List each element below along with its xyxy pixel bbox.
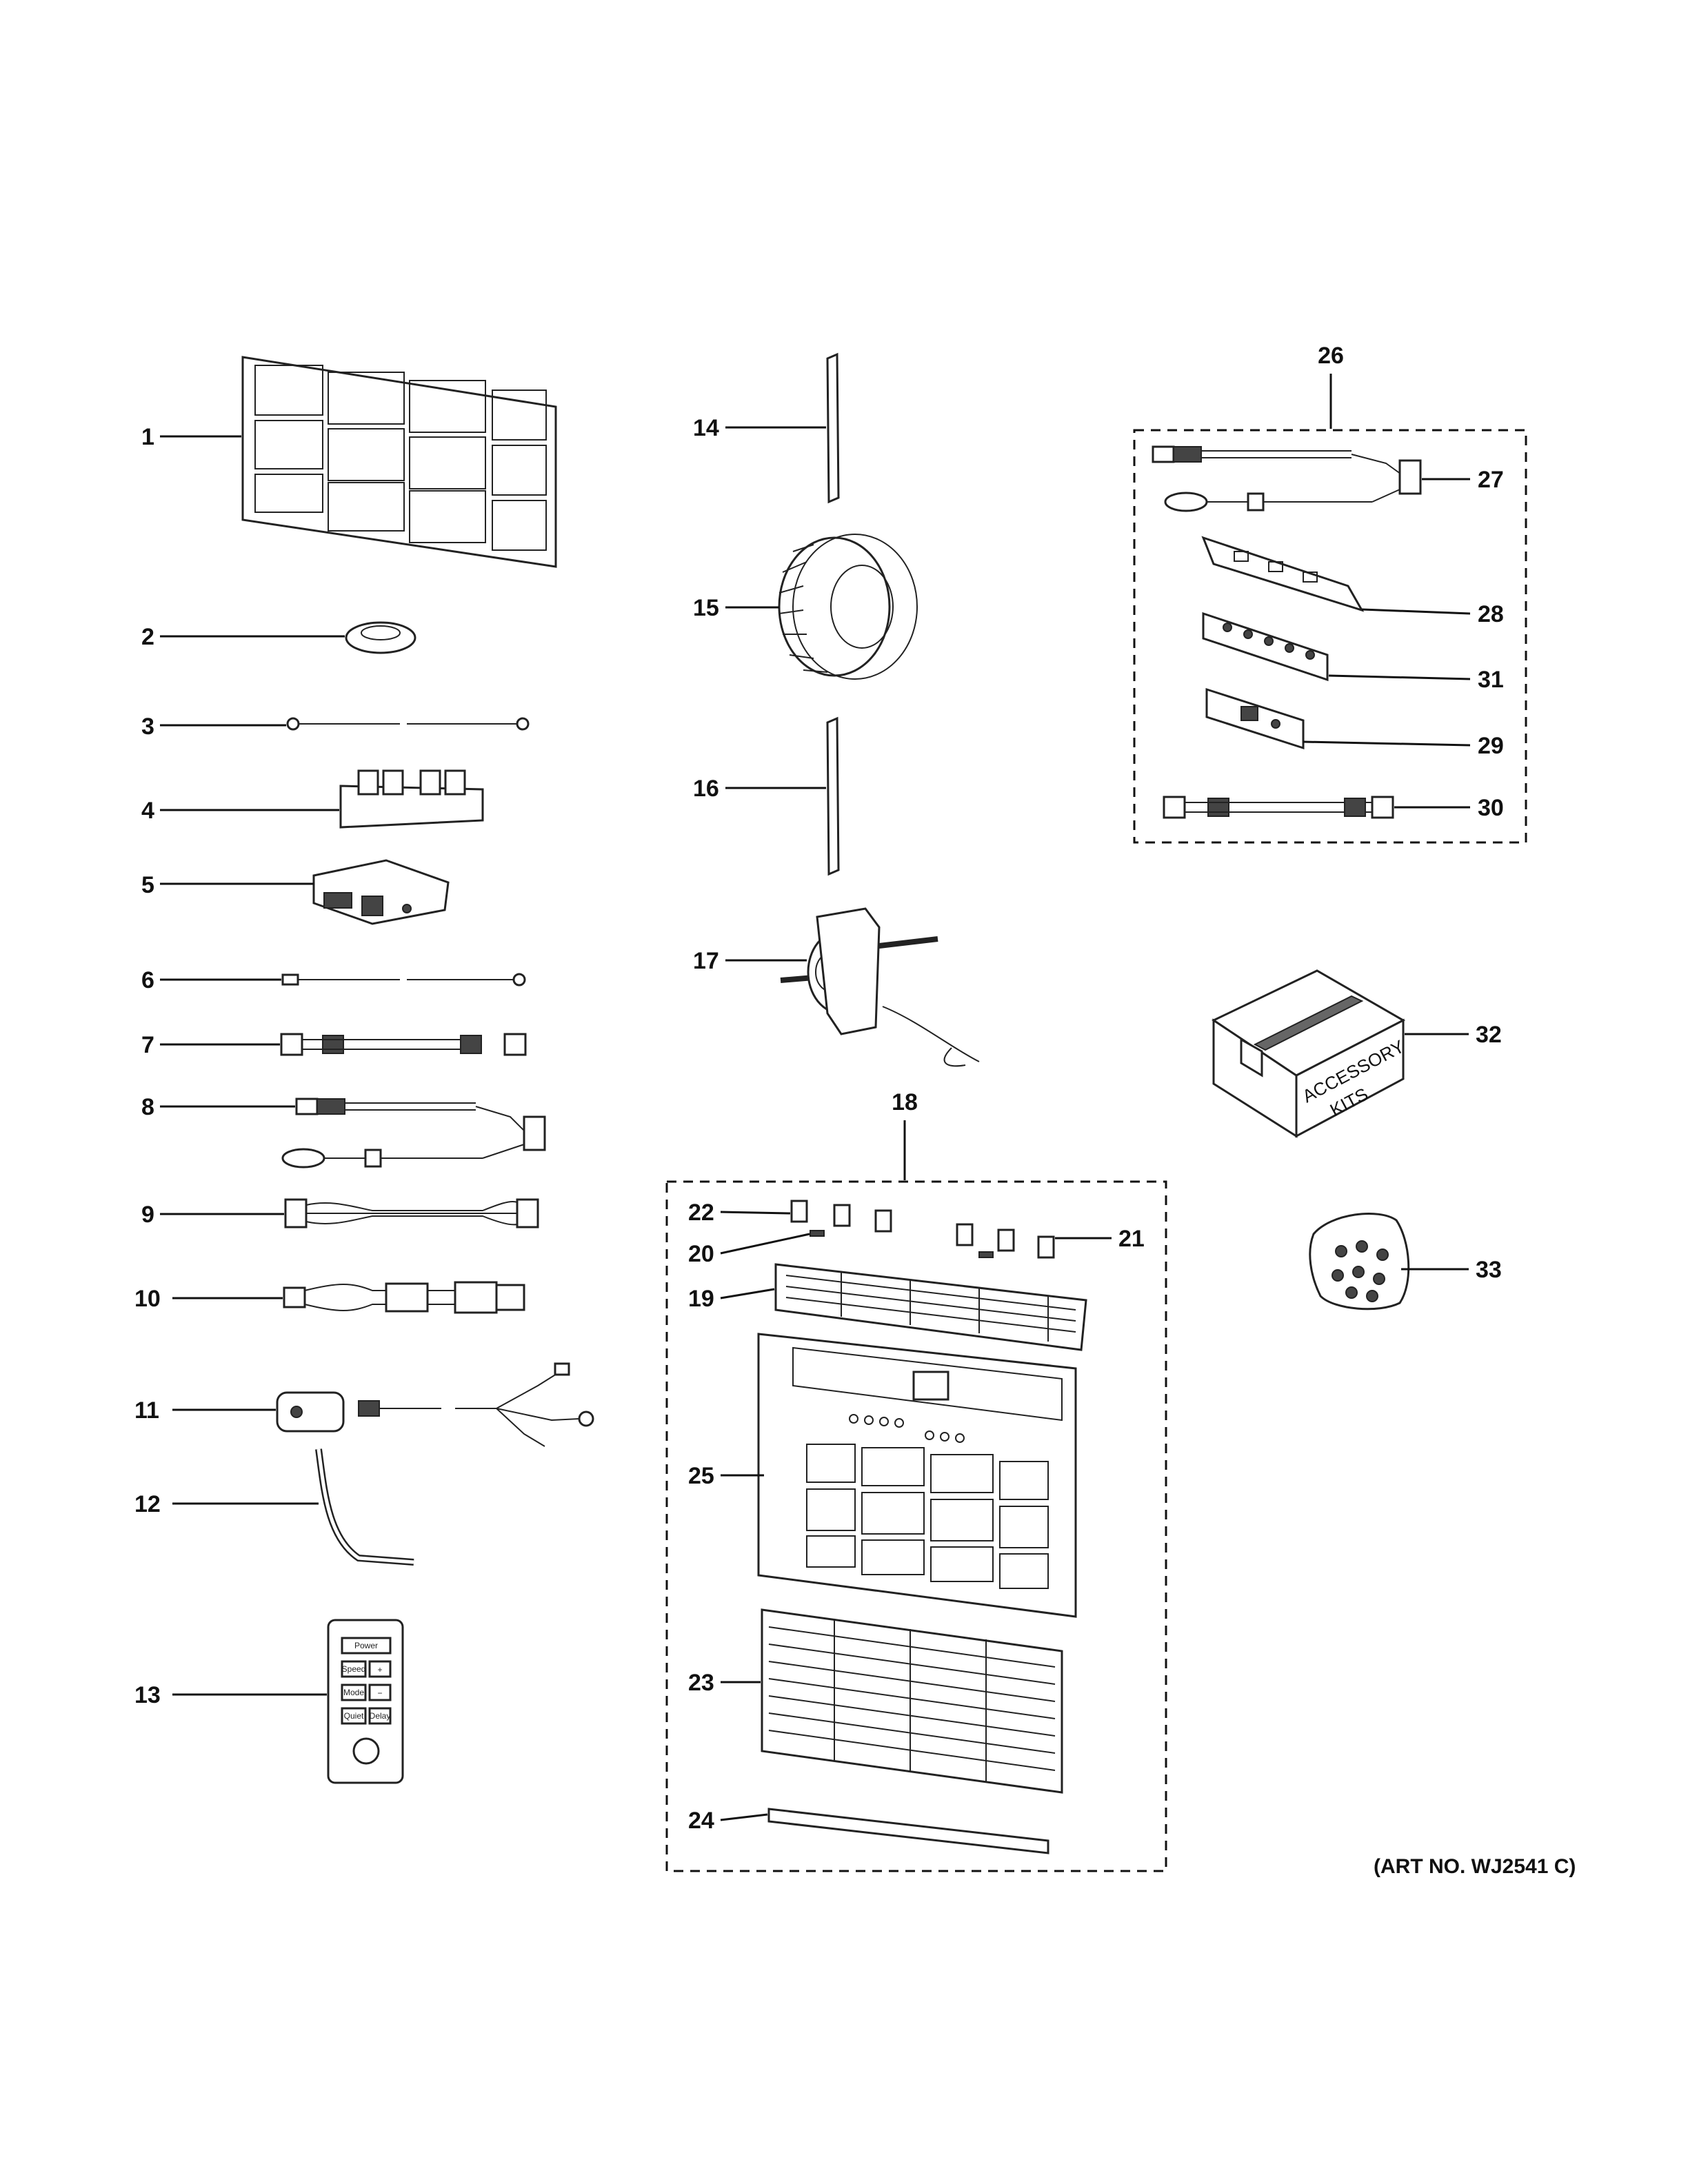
- part-7-harness: [280, 1033, 527, 1056]
- part-32-accessory-kits-box: ACCESSORY KITS: [1211, 969, 1408, 1138]
- callout-10: 10: [134, 1286, 161, 1312]
- callout-15: 15: [693, 595, 719, 621]
- remote-power-label: Power: [354, 1641, 378, 1650]
- callout-1: 1: [141, 424, 154, 450]
- callout-3: 3: [141, 714, 154, 740]
- part-15-blower-wheel: [778, 534, 918, 680]
- remote-mode-label: Mode: [343, 1688, 364, 1697]
- part-6-wire: [281, 973, 526, 987]
- callout-8: 8: [141, 1094, 154, 1120]
- group-26-box: [1133, 429, 1527, 844]
- remote-speed-label: Speed: [342, 1664, 366, 1674]
- group-18-box: [665, 1180, 1167, 1872]
- callout-6: 6: [141, 967, 154, 993]
- part-28-display-bracket: [1201, 536, 1365, 612]
- part-31-display-board: [1202, 611, 1329, 682]
- art-number: (ART NO. WJ2541 C): [1374, 1855, 1576, 1878]
- callout-29: 29: [1478, 733, 1504, 759]
- part-12-tube: [315, 1448, 414, 1566]
- part-19-louver-assembly: [774, 1263, 1087, 1351]
- callout-11: 11: [134, 1397, 159, 1424]
- part-13-remote-control: Power Speed + Mode − Quiet Delay: [327, 1619, 404, 1784]
- remote-minus-label: −: [377, 1688, 382, 1698]
- remote-quiet-label: Quiet: [344, 1711, 364, 1721]
- part-33-screws-bag: [1309, 1213, 1410, 1311]
- callout-2: 2: [141, 624, 154, 650]
- part-27-sensor-harness: [1152, 445, 1422, 512]
- callout-5: 5: [141, 872, 154, 898]
- part-11-power-cord: [276, 1362, 594, 1447]
- part-4-terminal-block: [339, 769, 484, 829]
- callout-30: 30: [1478, 795, 1504, 821]
- part-20-clip: [810, 1204, 892, 1237]
- part-16-foam-strip: [826, 716, 840, 876]
- callout-27: 27: [1478, 467, 1504, 493]
- callout-32: 32: [1476, 1022, 1502, 1048]
- callout-17: 17: [693, 948, 719, 974]
- callout-12: 12: [134, 1491, 161, 1517]
- callout-7: 7: [141, 1032, 154, 1058]
- callout-21: 21: [1118, 1226, 1145, 1252]
- callout-25: 25: [688, 1463, 714, 1489]
- remote-plus-label: +: [377, 1665, 382, 1675]
- part-24-strip: [767, 1808, 1049, 1854]
- part-17-fan-motor: [780, 907, 980, 1067]
- callout-24: 24: [688, 1808, 714, 1834]
- callout-31: 31: [1478, 667, 1504, 693]
- part-22-clip: [790, 1200, 808, 1223]
- part-10-connector-harness: [283, 1281, 525, 1314]
- callout-20: 20: [688, 1241, 714, 1267]
- part-14-foam-strip: [826, 352, 840, 504]
- part-23-grille: [761, 1608, 1063, 1794]
- part-25-front-panel: [757, 1333, 1077, 1618]
- callout-23: 23: [688, 1670, 714, 1696]
- part-3-ground-wire: [286, 717, 530, 731]
- part-29-board: [1205, 687, 1305, 750]
- part-1-filter: [241, 356, 557, 568]
- part-9-multiwire-harness: [284, 1198, 539, 1228]
- callout-19: 19: [688, 1286, 714, 1312]
- callout-9: 9: [141, 1202, 154, 1228]
- part-2-grommet: [345, 621, 416, 654]
- part-5-control-board: [312, 859, 450, 925]
- callout-18: 18: [892, 1089, 918, 1115]
- callout-28: 28: [1478, 601, 1504, 627]
- callout-14: 14: [693, 415, 719, 441]
- part-8-sensor-harness: [281, 1098, 546, 1169]
- part-21-clips: [956, 1223, 1055, 1259]
- callout-22: 22: [688, 1200, 714, 1226]
- callout-16: 16: [693, 776, 719, 802]
- callout-33: 33: [1476, 1257, 1502, 1283]
- part-30-harness: [1163, 796, 1394, 819]
- callout-13: 13: [134, 1682, 161, 1708]
- remote-delay-label: Delay: [370, 1711, 391, 1721]
- callout-4: 4: [141, 798, 154, 824]
- callout-26: 26: [1318, 343, 1344, 369]
